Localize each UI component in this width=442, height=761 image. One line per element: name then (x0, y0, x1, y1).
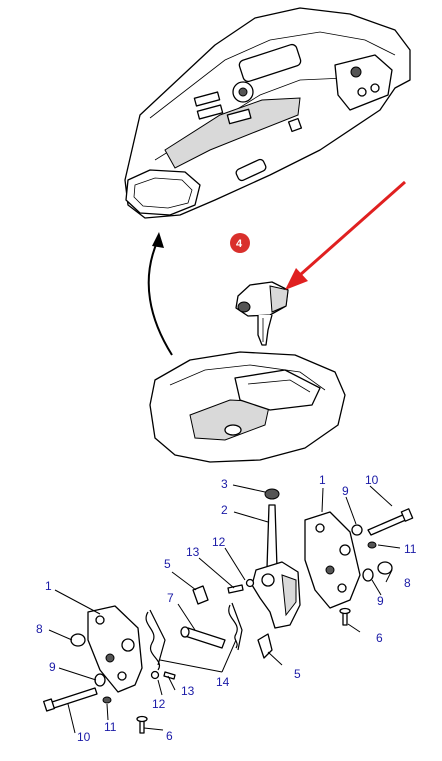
label-9-left: 9 (49, 660, 56, 674)
middle-hardware (150, 578, 273, 680)
label-14: 14 (216, 675, 230, 689)
label-5-lower: 5 (294, 667, 301, 681)
console-base (149, 351, 346, 463)
label-1-left: 1 (45, 579, 52, 593)
label-9-right-top: 9 (342, 484, 349, 498)
label-2: 2 (221, 503, 228, 517)
springs (145, 602, 243, 671)
leader-lines (48, 484, 401, 734)
label-8-left: 8 (36, 622, 43, 636)
label-12-lower: 12 (152, 697, 166, 711)
label-13-lower: 13 (181, 684, 195, 698)
assembly-arrow (147, 232, 173, 356)
left-side-plate (87, 605, 143, 693)
right-hardware (339, 508, 414, 626)
label-8-right: 8 (404, 576, 411, 590)
gear-knob (235, 281, 289, 346)
label-6-left: 6 (166, 729, 173, 743)
label-10-left: 10 (77, 730, 91, 744)
label-9-right-bottom: 9 (377, 594, 384, 608)
console-housing (124, 7, 411, 219)
label-11-left: 11 (104, 720, 117, 734)
part-labels: 3 2 1 9 10 11 8 9 6 12 13 5 7 5 14 13 12… (36, 473, 417, 744)
label-1-right: 1 (319, 473, 326, 487)
label-6-right: 6 (376, 631, 383, 645)
label-3: 3 (221, 477, 228, 491)
callout-badge (230, 233, 250, 253)
label-5-upper: 5 (164, 557, 171, 571)
right-side-plate (304, 511, 361, 609)
callout-arrow (285, 180, 406, 290)
callout-number: 4 (236, 238, 243, 250)
label-11-right: 11 (404, 542, 417, 556)
label-12-upper: 12 (212, 535, 226, 549)
label-7: 7 (167, 591, 174, 605)
label-13-upper: 13 (186, 545, 200, 559)
callout-4: 4 (230, 233, 250, 253)
gear-lever-assembly (251, 488, 301, 629)
label-10-right: 10 (365, 473, 379, 487)
